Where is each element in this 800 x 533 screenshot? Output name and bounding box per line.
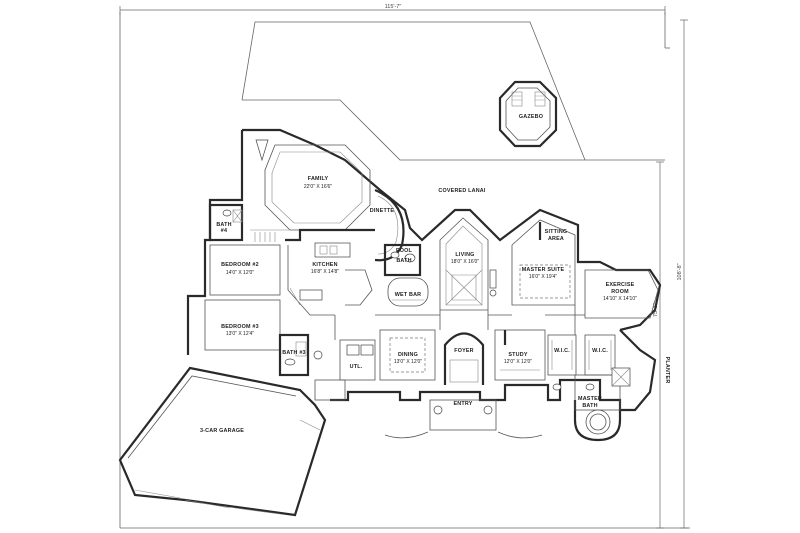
bedroom3-area: [204, 299, 323, 377]
exercise-size: 14'10" X 14'10": [603, 296, 637, 302]
study-area: [494, 329, 546, 381]
kitchen-size: 16'8" X 14'8": [311, 269, 339, 275]
wet-bar-label: WET BAR: [395, 292, 422, 298]
gazebo-structure: [498, 80, 558, 148]
dimension-overall-depth: 108'-8": [677, 263, 683, 280]
exercise-label-2: ROOM: [611, 289, 629, 295]
kitchen-label: KITCHEN: [312, 262, 337, 268]
site-boundary: [119, 6, 690, 529]
garage-label: 3-CAR GARAGE: [200, 428, 244, 434]
bedroom2-size: 14'0" X 12'0": [226, 270, 254, 276]
interior-partitions: [334, 305, 585, 340]
pool-bath-label-2: BATH: [396, 258, 411, 264]
master-bath-label-2: BATH: [582, 403, 597, 409]
kitchen-area: [285, 228, 375, 316]
bedroom2-label: BEDROOM #2: [221, 262, 259, 268]
master-bath-label: MASTER: [578, 396, 602, 402]
bath4-label: BATH: [216, 222, 231, 228]
study-size: 12'0" X 12'0": [504, 359, 532, 365]
sitting-area-label-2: AREA: [548, 236, 564, 242]
covered-lanai-label: COVERED LANAI: [438, 188, 486, 194]
dining-label: DINING: [398, 352, 418, 358]
dining-room: [379, 329, 436, 381]
exercise-label: EXERCISE: [606, 282, 635, 288]
dinette-label: DINETTE: [370, 208, 395, 214]
wic2-label: W.I.C.: [592, 348, 608, 354]
pool-bath-wet-bar: [383, 243, 429, 307]
garage-area: [118, 366, 327, 517]
wic1-label: W.I.C.: [554, 348, 570, 354]
bath4-area: [208, 203, 244, 242]
living-room: [439, 217, 497, 311]
master-bath-area: [552, 367, 631, 411]
foyer-label: FOYER: [454, 348, 474, 354]
family-room: [255, 139, 405, 262]
study-label: STUDY: [508, 352, 527, 358]
utl-label: UTL.: [350, 364, 363, 370]
foyer-area: [429, 332, 497, 431]
bedroom3-size: 13'0" X 12'4": [226, 331, 254, 337]
dimension-overall-width: 115'-7": [385, 4, 402, 10]
bath3-label: BATH #3: [282, 350, 305, 356]
bedroom2-area: [209, 229, 290, 296]
pool-bath-label: POOL: [396, 248, 413, 254]
bedroom3-label: BEDROOM #3: [221, 324, 259, 330]
utility-area: [314, 339, 376, 401]
exercise-room: [584, 269, 659, 319]
entry-label: ENTRY: [453, 401, 472, 407]
sitting-area-label: SITTING: [545, 229, 568, 235]
living-label: LIVING: [455, 252, 474, 258]
master-suite-label: MASTER SUITE: [522, 267, 565, 273]
entry-arc-left: [384, 431, 429, 439]
planter-label: PLANTER: [664, 357, 670, 384]
house-outline: [186, 128, 662, 442]
bath4-number: #4: [221, 228, 227, 234]
family-size: 22'0" X 16'6": [304, 184, 332, 190]
gazebo-label: GAZEBO: [519, 114, 543, 120]
master-suite-size: 16'0" X 19'4": [529, 274, 557, 280]
entry-arc-right: [497, 431, 543, 439]
master-suite-area: [511, 219, 576, 306]
dining-size: 13'0" X 12'0": [394, 359, 422, 365]
wic-area: [547, 334, 616, 376]
family-label: FAMILY: [308, 176, 329, 182]
living-size: 18'0" X 16'0": [451, 259, 479, 265]
